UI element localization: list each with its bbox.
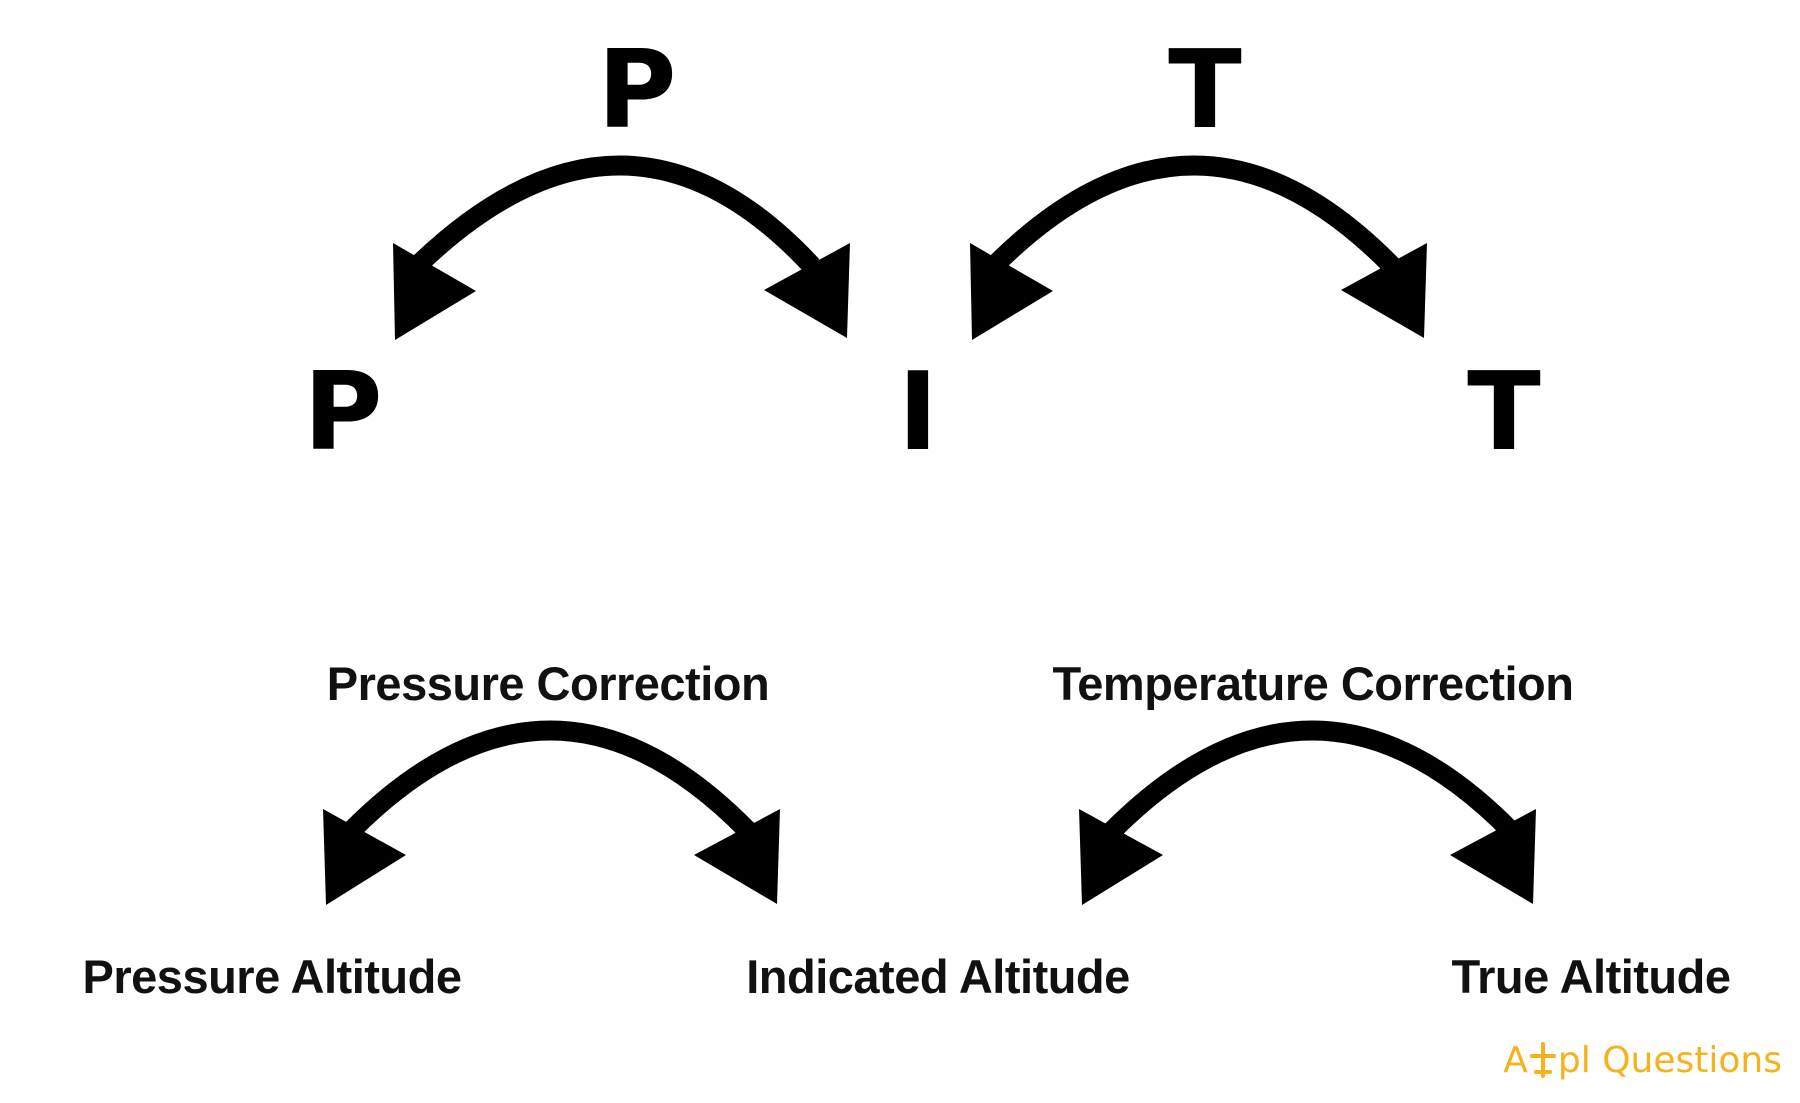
mnemonic-letter-top-left: P: [597, 28, 677, 153]
mnemonic-letter-top-right: T: [1168, 28, 1242, 153]
arrowhead: [1341, 243, 1427, 338]
mnemonic-letter-bottom-middle: I: [897, 350, 939, 475]
arrowhead: [764, 243, 850, 338]
double-arrow-bottom-left: [343, 720, 756, 839]
pressure-correction-label: Pressure Correction: [326, 657, 770, 710]
temperature-correction-label: Temperature Correction: [1052, 657, 1574, 710]
double-arrow-top-left: [410, 155, 820, 274]
true-altitude-label: True Altitude: [1451, 950, 1732, 1003]
arrowhead: [694, 809, 780, 904]
mnemonic-letter-bottom-left: P: [303, 350, 383, 475]
indicated-altitude-label: Indicated Altitude: [746, 950, 1130, 1003]
arrowhead: [323, 809, 406, 905]
brand-suffix: pl Questions: [1557, 1039, 1782, 1081]
airplane-icon: [1529, 1042, 1556, 1078]
arrowhead: [393, 243, 476, 340]
pressure-altitude-label: Pressure Altitude: [82, 950, 462, 1003]
double-arrow-bottom-right: [1104, 720, 1519, 839]
atpl-questions-logo: A pl Questions: [1503, 1038, 1782, 1082]
mnemonic-letter-bottom-right: T: [1467, 350, 1541, 475]
double-arrow-top-right: [986, 155, 1400, 274]
brand-prefix: A: [1503, 1039, 1528, 1081]
arrowhead: [1079, 809, 1163, 905]
arrowhead: [970, 243, 1053, 340]
arrowhead: [1450, 809, 1536, 904]
